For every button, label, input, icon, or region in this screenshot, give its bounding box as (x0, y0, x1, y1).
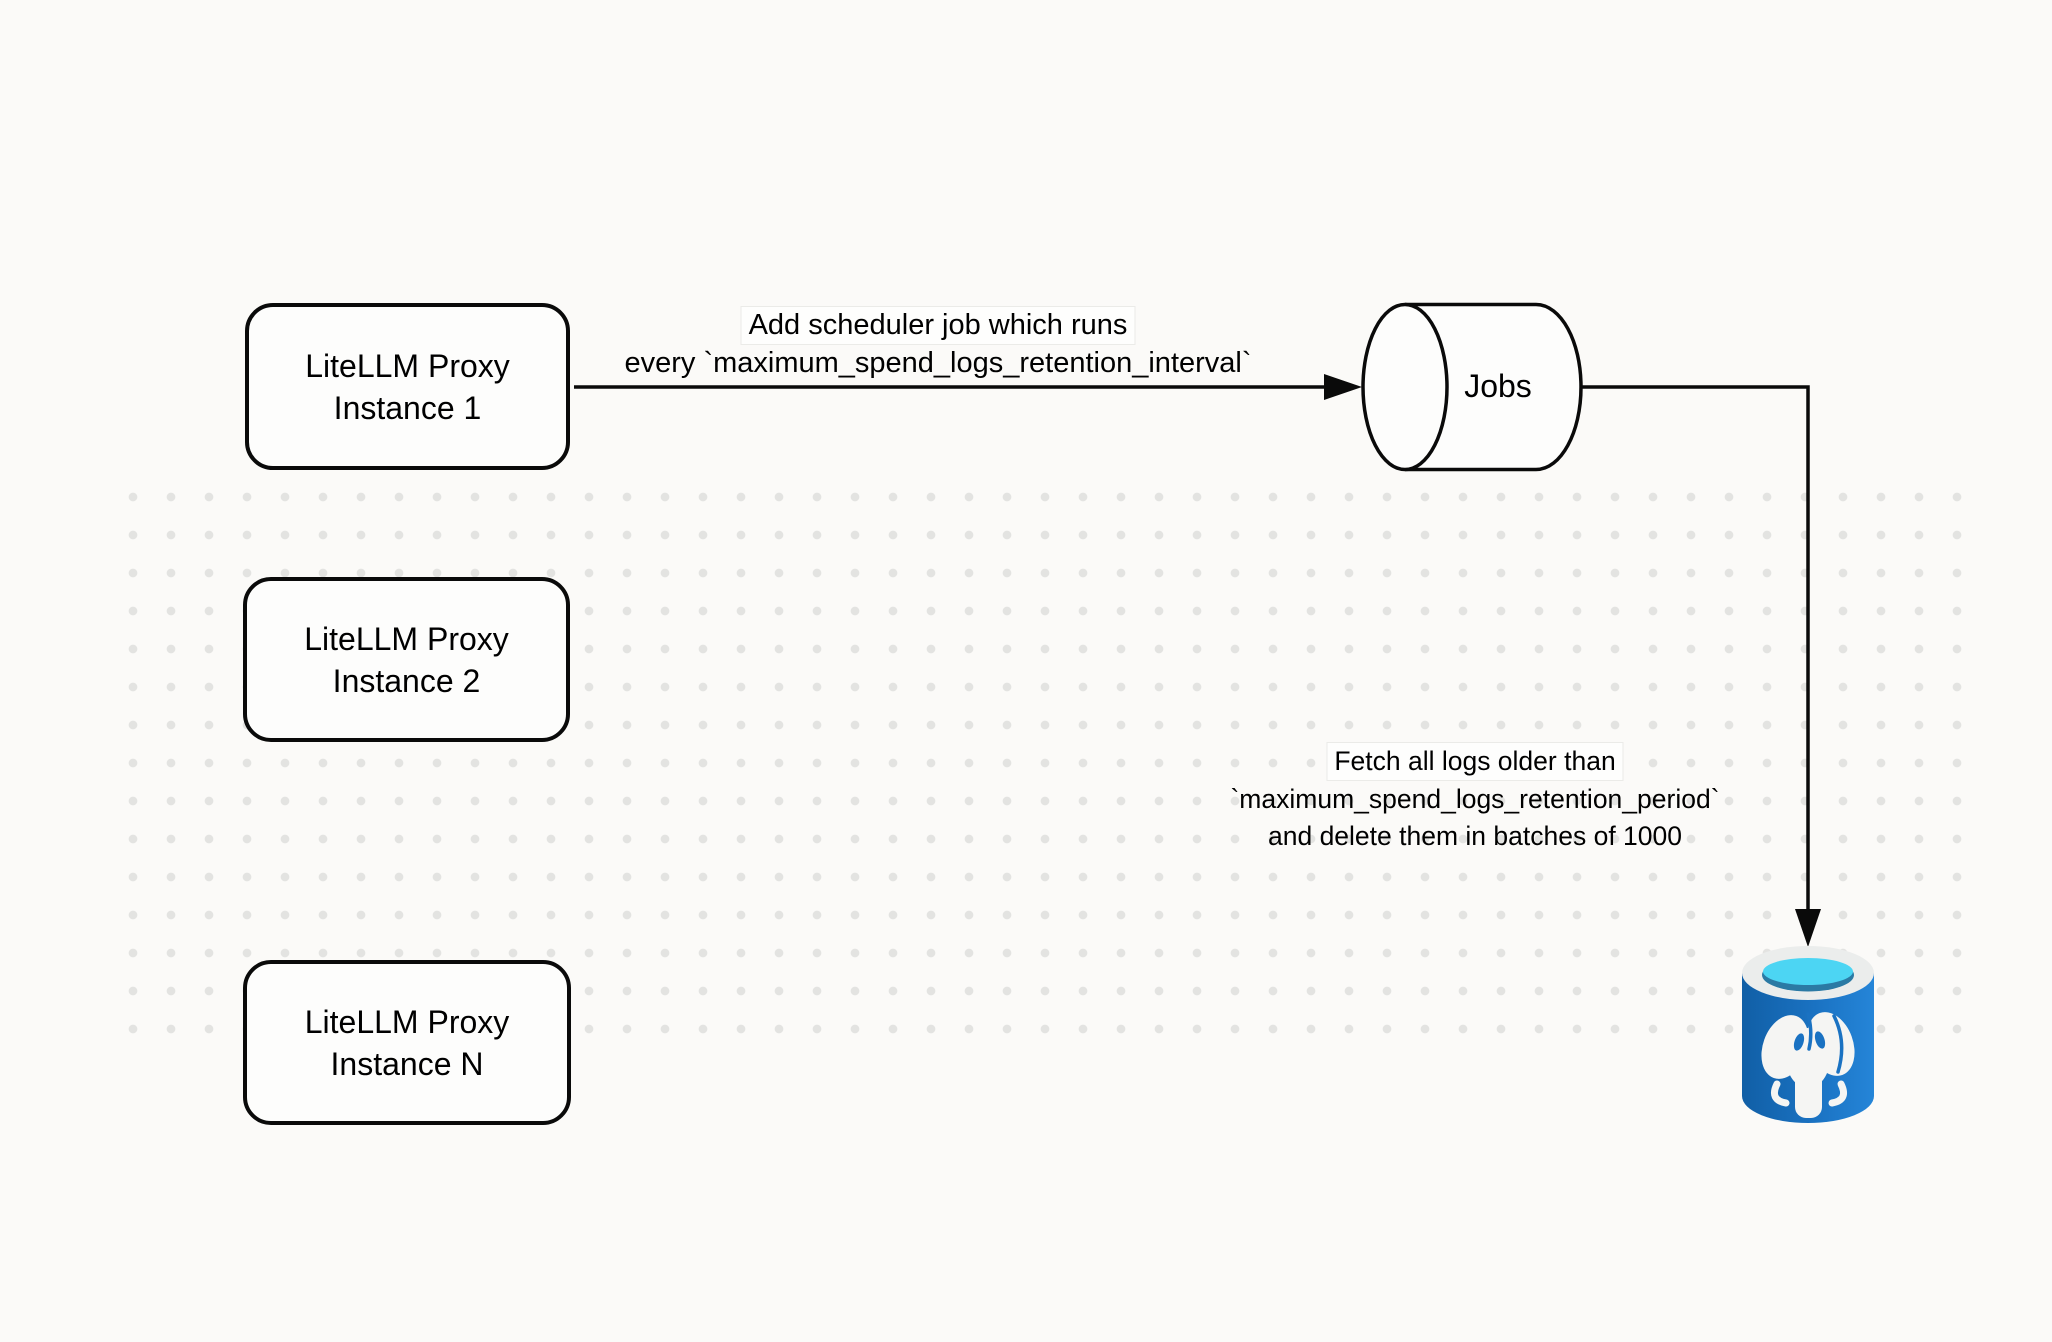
postgresql-database-icon (1742, 946, 1874, 1123)
node-label-line: Instance 1 (333, 389, 482, 426)
edge-label-fetch-delete: Fetch all logs older than `maximum_spend… (1230, 742, 1720, 855)
edge-label-line: Fetch all logs older than (1230, 742, 1719, 781)
node-label-line: LiteLLM Proxy (304, 1003, 510, 1040)
edge-label-line: Add scheduler job which runs (624, 306, 1251, 345)
node-label-line: Instance 2 (332, 662, 481, 699)
node-label-line: Instance N (330, 1045, 484, 1082)
edge-label-line: and delete them in batches of 1000 (1267, 821, 1682, 851)
edge-scheduler-arrow (574, 374, 1362, 400)
edge-label-line: `maximum_spend_logs_retention_period` (1230, 784, 1720, 814)
edge-label-line: every `maximum_spend_logs_retention_inte… (624, 347, 1252, 379)
jobs-cylinder-shape (1361, 302, 1583, 472)
arrowhead-down-icon (1795, 909, 1821, 947)
postgres-water (1763, 958, 1853, 985)
node-litellm-proxy-instance-2: LiteLLM Proxy Instance 2 (243, 577, 570, 742)
edge-fetch-delete-arrow (1581, 385, 1821, 947)
node-label-line: LiteLLM Proxy (304, 620, 509, 657)
dot-grid-background (114, 478, 1978, 1047)
arrowhead-right-icon (1324, 374, 1362, 400)
edge-label-line-bg: Add scheduler job which runs (740, 306, 1136, 345)
node-litellm-proxy-instance-1: LiteLLM Proxy Instance 1 (245, 303, 570, 470)
node-litellm-proxy-instance-n: LiteLLM Proxy Instance N (243, 960, 571, 1125)
node-label-line: LiteLLM Proxy (305, 347, 510, 384)
edge-label-scheduler: Add scheduler job which runs every `maxi… (624, 306, 1252, 382)
postgres-elephant-icon (1761, 1012, 1855, 1118)
edge-label-line-bg: Fetch all logs older than (1326, 742, 1624, 781)
node-jobs-label: Jobs (1464, 368, 1532, 404)
